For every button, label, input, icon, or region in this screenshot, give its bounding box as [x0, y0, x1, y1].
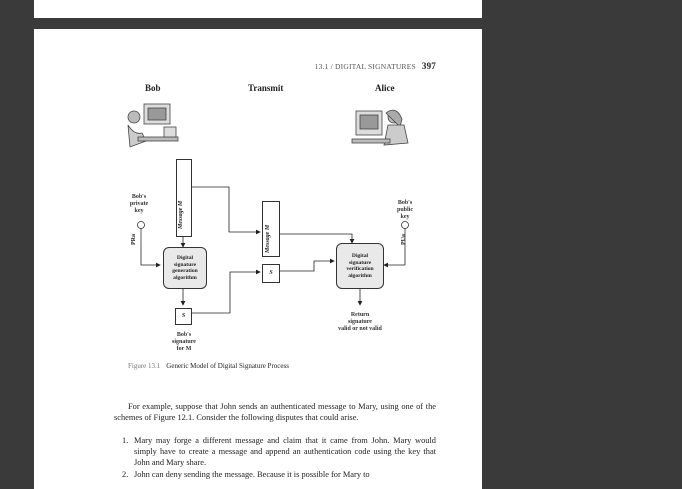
alice-computer-illustration: [351, 109, 409, 146]
list-item-number: 1.: [122, 436, 129, 445]
list-item-text: Mary may forge a different message and c…: [134, 436, 436, 467]
figure-caption-text: Generic Model of Digital Signature Proce…: [166, 362, 289, 370]
signature-verification-box: Digital signature verification algorithm: [336, 243, 384, 289]
transmit-message-label: Message M: [265, 224, 271, 253]
current-page: 13.1 / DIGITAL SIGNATURES 397 Bob Transmi…: [34, 29, 482, 489]
private-key-label: Bob's private key: [129, 194, 149, 214]
transmit-message-box: [262, 201, 280, 257]
list-item: 2. John can deny sending the message. Be…: [114, 469, 436, 480]
private-key-symbol: PRa: [131, 234, 137, 245]
list-item-number: 2.: [122, 470, 129, 479]
list-item-text: John can deny sending the message. Becau…: [134, 470, 370, 479]
bob-message-box: [176, 159, 192, 237]
signature-diagram: [127, 103, 409, 314]
public-key-label: Bob's public key: [396, 200, 413, 220]
previous-page: [34, 0, 482, 18]
bob-computer-illustration: [127, 103, 179, 148]
signature-generation-box: Digital signature generation algorithm: [163, 247, 207, 289]
bob-signature-label: Bob's signature for M: [172, 332, 196, 352]
body-paragraph: For example, suppose that John sends an …: [114, 402, 436, 422]
public-key-symbol: PUa: [401, 234, 407, 245]
bob-signature-box: S: [175, 308, 192, 325]
column-label-alice: Alice: [375, 83, 395, 93]
private-key-icon: [137, 221, 145, 247]
figure-caption: Figure 13.1 Generic Model of Digital Sign…: [128, 362, 289, 370]
transmit-signature-box: S: [262, 264, 280, 283]
column-label-bob: Bob: [145, 83, 161, 93]
page-number: 397: [421, 61, 436, 71]
return-label: Return signature valid or not valid: [338, 312, 382, 332]
running-header: 13.1 / DIGITAL SIGNATURES 397: [34, 61, 436, 71]
bob-message-label: Message M: [178, 200, 184, 229]
column-label-transmit: Transmit: [248, 83, 284, 93]
list-item: 1. Mary may forge a different message an…: [114, 435, 436, 468]
running-header-section: 13.1 / DIGITAL SIGNATURES: [314, 62, 416, 71]
figure-number: Figure 13.1: [128, 362, 161, 370]
public-key-icon: [401, 221, 409, 247]
